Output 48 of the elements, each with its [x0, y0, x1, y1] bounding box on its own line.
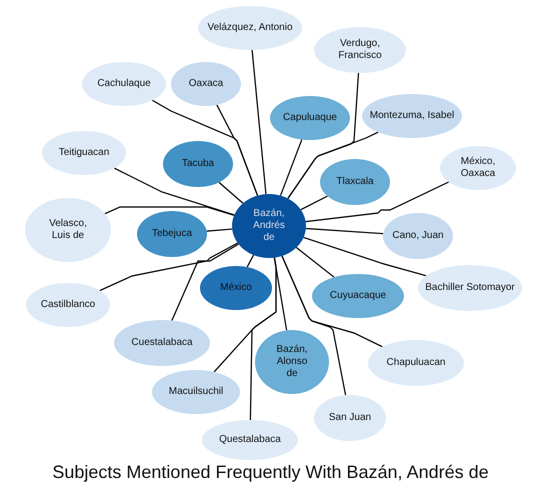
subject-node — [200, 266, 272, 310]
connector-line — [281, 256, 346, 396]
connector-line — [287, 132, 378, 199]
connector-line — [104, 206, 234, 216]
connector-line — [280, 139, 302, 196]
node-label: Tlaxcala — [336, 176, 374, 188]
connector-line — [206, 228, 232, 232]
node-label: Cuyuacaque — [330, 290, 386, 302]
connector-line — [218, 182, 244, 204]
connector-line — [300, 196, 328, 210]
connector-line — [252, 50, 267, 194]
node-label: Cachulaque — [97, 78, 151, 90]
connector-line — [306, 181, 449, 222]
connector-line — [246, 254, 254, 268]
node-label: Bazán, Alonso de — [275, 344, 309, 380]
node-label: México, Oaxaca — [460, 156, 496, 180]
connector-line — [114, 168, 234, 216]
subject-node — [440, 146, 516, 190]
node-label: Capuluaque — [283, 112, 337, 124]
node-label: Questalabaca — [219, 434, 281, 446]
node-label: Macuilsuchil — [168, 386, 224, 398]
connector-line — [171, 244, 239, 321]
node-label: Teitiguacan — [58, 147, 110, 159]
node-label: Cano, Juan — [392, 230, 444, 242]
node-label: Castilblanco — [40, 299, 96, 311]
node-label: México — [220, 282, 252, 294]
connector-line — [303, 236, 426, 276]
node-label: Bazán, Andrés de — [252, 208, 286, 244]
central-node — [232, 194, 306, 258]
connector-line — [216, 104, 258, 196]
subject-node — [26, 283, 110, 327]
node-label: Chapuluacan — [386, 357, 446, 369]
node-label: Montezuma, Isabel — [370, 110, 454, 122]
node-label: Oaxaca — [188, 78, 224, 90]
node-label: Bachiller Sotomayor — [425, 282, 515, 294]
chart-title: Subjects Mentioned Frequently With Bazán, Andrés de — [51, 462, 490, 483]
node-label: Cuestalabaca — [131, 337, 193, 349]
node-label: Velázquez, Antonio — [207, 22, 293, 34]
subject-node — [320, 159, 390, 205]
node-label: Tacuba — [182, 158, 214, 170]
connector-line — [306, 228, 384, 234]
connector-line — [250, 258, 277, 420]
connector-line — [100, 242, 238, 292]
node-label: Tebejuca — [152, 228, 192, 240]
connector-line — [296, 247, 334, 278]
node-label: San Juan — [328, 412, 372, 424]
node-label: Velasco, Luis de — [48, 218, 88, 242]
node-label: Verdugo, Francisco — [337, 38, 383, 62]
